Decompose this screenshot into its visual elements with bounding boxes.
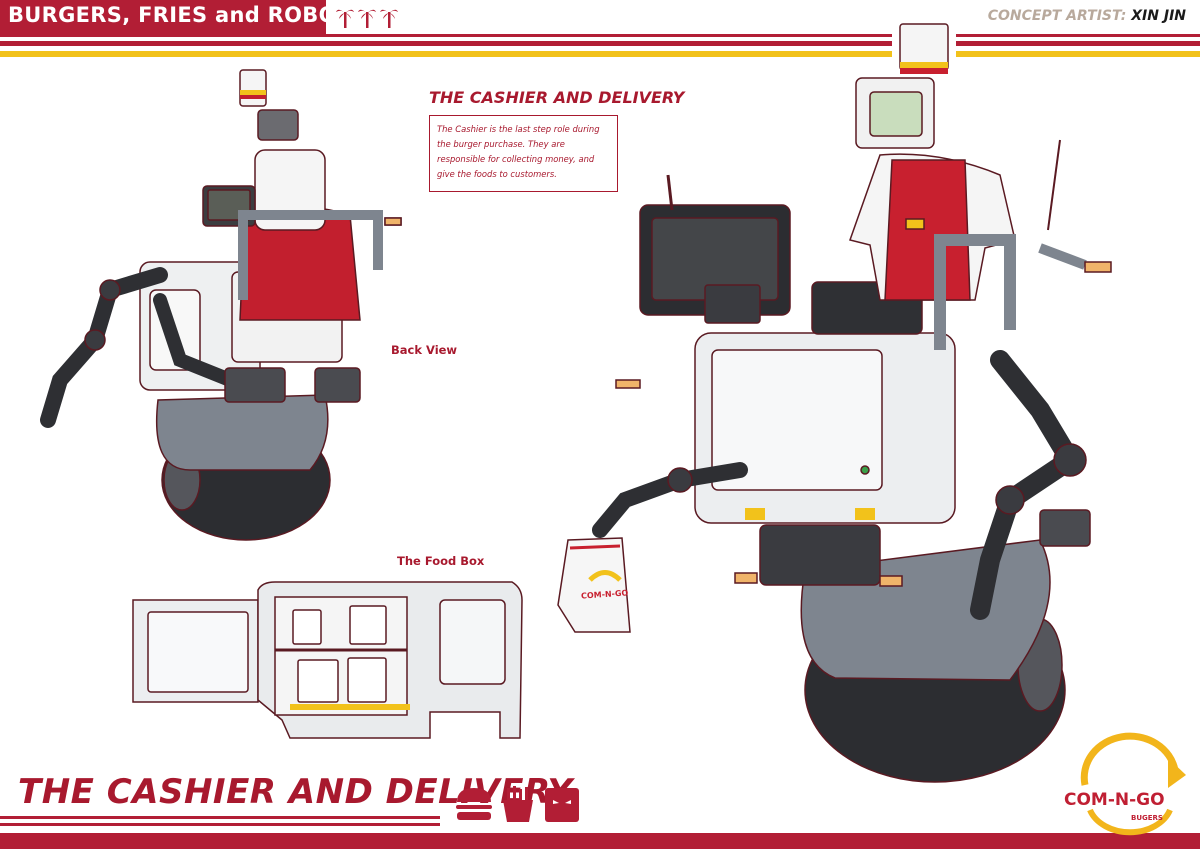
food-box-caption: The Food Box xyxy=(397,554,485,568)
logo-name: COM-N-GO xyxy=(1064,790,1165,810)
logo-subtitle: BUGERS xyxy=(1131,814,1163,822)
artist-credit: CONCEPT ARTIST: XIN JIN xyxy=(988,8,1186,24)
fries-icon xyxy=(503,786,533,822)
com-n-go-logo-mark xyxy=(1080,732,1186,836)
section-title: THE CASHIER AND DELIVERY xyxy=(429,88,685,107)
robot-face-icon xyxy=(545,788,579,822)
menu-icons-row xyxy=(456,786,579,822)
description-box: The Cashier is the last step role during… xyxy=(429,115,618,192)
back-view-caption: Back View xyxy=(391,343,458,357)
credit-label: CONCEPT ARTIST: xyxy=(987,8,1127,24)
series-title: BURGERS, FRIES and ROBOTS xyxy=(8,3,367,27)
artist-name: XIN JIN xyxy=(1131,8,1186,24)
header-stripes xyxy=(0,34,1200,57)
back-view-robot-illustration xyxy=(40,69,402,541)
palm-tree-icon xyxy=(336,9,398,28)
description-text: The Cashier is the last step role during… xyxy=(437,124,600,179)
series-title-banner xyxy=(0,0,326,34)
burger-icon xyxy=(456,788,492,820)
food-box-illustration xyxy=(132,581,523,739)
main-robot-illustration xyxy=(384,23,1112,783)
footer-stripes xyxy=(0,816,1200,849)
